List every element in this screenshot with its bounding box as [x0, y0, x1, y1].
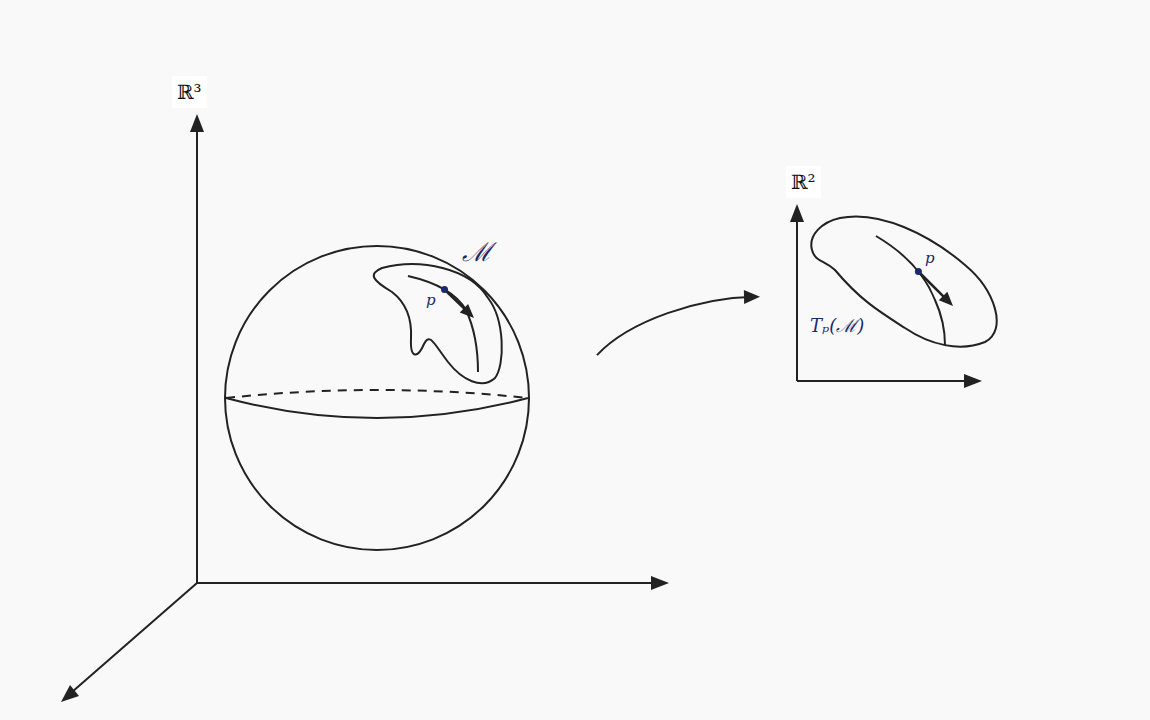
axis-heads: [61, 114, 669, 702]
map-arrow: [597, 290, 760, 355]
axis-heads: [790, 204, 982, 388]
axis-line: [196, 128, 198, 583]
point-label: p: [426, 292, 436, 309]
arrow-head: [190, 114, 204, 132]
arrow-head: [651, 576, 669, 590]
arrow-head: [744, 290, 760, 304]
point-label: p: [925, 250, 935, 267]
axis-line: [197, 582, 655, 584]
arrow-head: [790, 204, 804, 222]
tangent-space-label: Tₚ(ℳ): [810, 316, 864, 336]
axis-line: [796, 218, 798, 381]
point-dot: [441, 286, 448, 293]
region-outline-path: [374, 264, 502, 383]
axes-3d: [72, 128, 655, 692]
axis-line: [72, 583, 197, 692]
region-outline: [760, 210, 1012, 350]
curve: [408, 276, 478, 372]
tangent-vector: [918, 272, 944, 298]
arrow-head: [964, 374, 982, 388]
space-label: ℝ³: [172, 76, 207, 108]
tangent-vector-head: [939, 292, 953, 306]
axes-2d: [797, 218, 968, 381]
manifold-region: ℳp: [366, 240, 597, 392]
arrow-head: [61, 685, 79, 702]
map-arrow-line: [597, 297, 754, 355]
sphere-outline: [225, 246, 529, 550]
manifold-region: pTₚ(ℳ): [760, 210, 1012, 350]
equator-back: [226, 390, 528, 398]
axis-line: [797, 380, 968, 382]
space-label: ℝ²: [786, 166, 821, 198]
manifold-label: ℳ: [462, 238, 492, 267]
equator-front: [226, 398, 528, 418]
point-dot: [915, 268, 922, 275]
tangent-vector: [445, 290, 467, 311]
sphere: [225, 246, 529, 550]
curve: [876, 236, 945, 345]
tangent-vector-head: [460, 304, 474, 318]
